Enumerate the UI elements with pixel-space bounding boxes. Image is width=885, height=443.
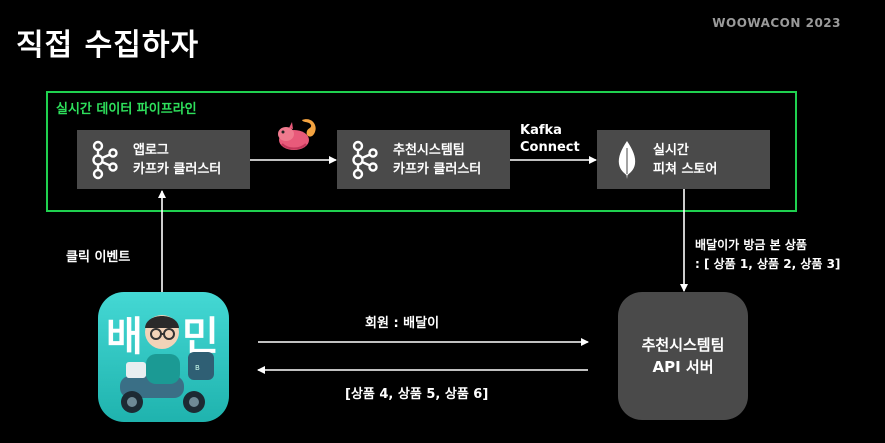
brand-logo: WOOWACON 2023 bbox=[712, 16, 841, 30]
slide-title: 직접 수집하자 bbox=[16, 28, 200, 63]
pipeline-box bbox=[46, 91, 797, 212]
kafka-connect-label: Kafka Connect bbox=[520, 123, 580, 155]
app-log-kafka-cluster: 앱로그 카프카 클러스터 bbox=[77, 130, 250, 189]
flink-squirrel-icon bbox=[278, 119, 316, 150]
svg-text:B: B bbox=[195, 364, 200, 372]
click-event-label: 클릭 이벤트 bbox=[66, 250, 131, 265]
mongodb-leaf-icon bbox=[618, 140, 636, 179]
response-label: [상품 4, 상품 5, 상품 6] bbox=[345, 387, 489, 402]
request-label: 회원 : 배달이 bbox=[365, 316, 440, 331]
node-label: 앱로그 카프카 클러스터 bbox=[133, 142, 222, 177]
recent-items-label: 배달이가 방금 본 상품 : [ 상품 1, 상품 2, 상품 3] bbox=[695, 238, 841, 271]
baemin-app-artwork: 배 민 B bbox=[98, 292, 229, 422]
kafka-icon bbox=[92, 140, 118, 179]
reco-api-server: 추천시스템팀 API 서버 bbox=[618, 292, 748, 420]
node-label: 추천시스템팀 카프카 클러스터 bbox=[393, 142, 482, 177]
kafka-icon bbox=[352, 140, 378, 179]
reco-kafka-cluster: 추천시스템팀 카프카 클러스터 bbox=[337, 130, 510, 189]
baemin-app-icon: 배 민 B bbox=[98, 292, 229, 422]
api-server-label: 추천시스템팀 API 서버 bbox=[641, 336, 725, 376]
realtime-feature-store: 실시간 피쳐 스토어 bbox=[597, 130, 770, 189]
svg-text:배: 배 bbox=[106, 314, 143, 360]
node-label: 실시간 피쳐 스토어 bbox=[653, 142, 718, 177]
pipeline-title: 실시간 데이터 파이프라인 bbox=[56, 102, 197, 117]
